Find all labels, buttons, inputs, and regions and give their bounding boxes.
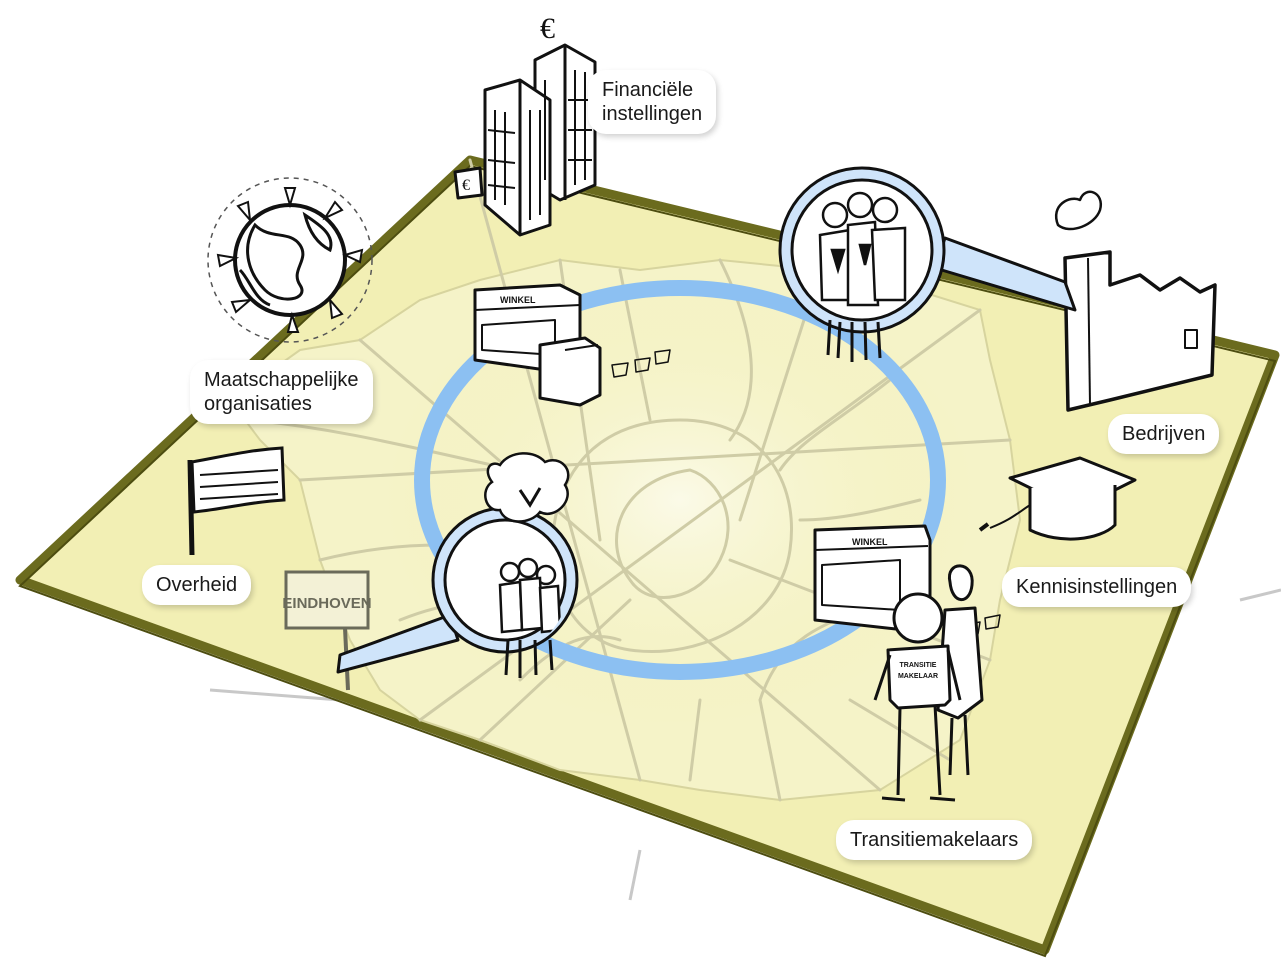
ecosystem-ring bbox=[414, 280, 946, 680]
shirt-text-line2: MAKELAAR bbox=[898, 673, 938, 680]
label-government: Overheid bbox=[142, 565, 252, 605]
svg-text:€: € bbox=[540, 12, 555, 45]
label-knowledge-institutions: Kennisinstellingen bbox=[1002, 567, 1192, 607]
globe-icon bbox=[207, 177, 373, 343]
magnifier-bottom-icon bbox=[336, 452, 579, 678]
label-financial-institutions: Financiële instellingen bbox=[588, 70, 717, 134]
graduation-cap-icon bbox=[978, 456, 1137, 541]
label-societal-organisations: Maatschappelijke organisaties bbox=[190, 360, 373, 424]
shop-left-icon bbox=[473, 283, 671, 407]
label-transition-brokers: Transitiemakelaars bbox=[836, 820, 1033, 860]
factory-icon bbox=[1054, 190, 1217, 412]
bank-towers-icon: € € bbox=[453, 12, 597, 237]
shop-right-sign-text: WINKEL bbox=[852, 537, 888, 547]
city-sign-text: EINDHOVEN bbox=[282, 595, 371, 612]
label-companies: Bedrijven bbox=[1108, 414, 1220, 454]
shirt-text-line1: TRANSITIE bbox=[900, 662, 937, 669]
shop-left-sign-text: WINKEL bbox=[500, 295, 536, 305]
magnifier-top-icon bbox=[778, 166, 1077, 362]
svg-text:€: € bbox=[462, 177, 470, 194]
flag-icon bbox=[187, 446, 286, 556]
outer-roads bbox=[209, 588, 1281, 901]
transition-brokers-figures bbox=[873, 564, 984, 802]
